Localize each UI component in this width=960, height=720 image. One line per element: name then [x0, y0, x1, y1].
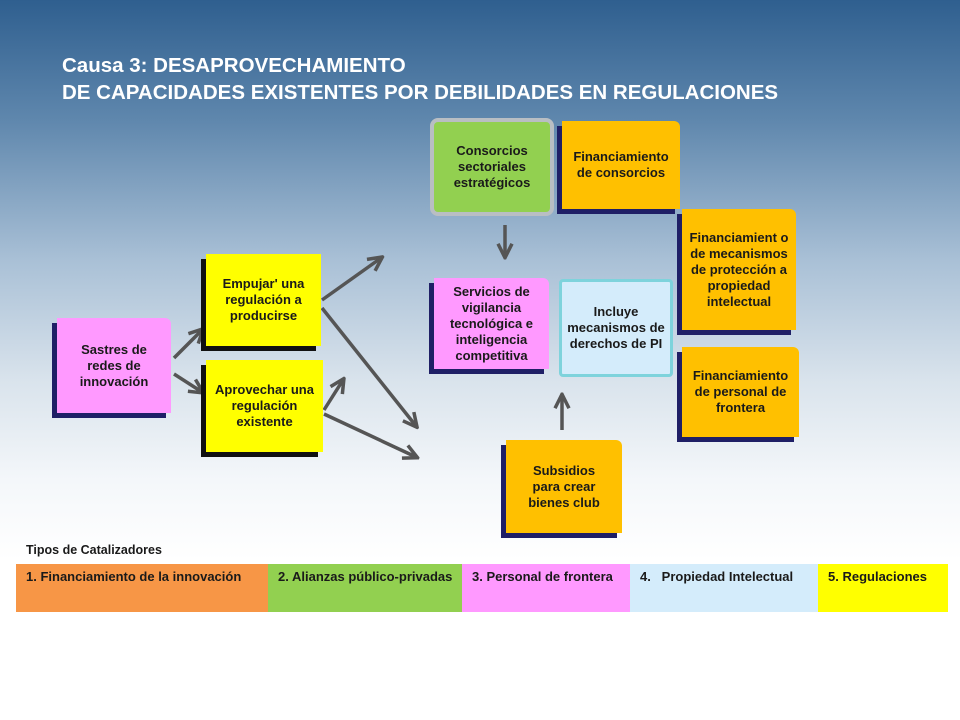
node-consorcios: Consorcios sectoriales estratégicos — [430, 118, 554, 216]
node-sastres: Sastres de redes de innovación — [57, 318, 171, 413]
node-servicios: Servicios de vigilancia tecnológica e in… — [434, 278, 549, 369]
legend-item-regulaciones: 5. Regulaciones — [818, 564, 948, 612]
arrow-empujar-down — [320, 306, 416, 426]
node-financiamiento-mecanismos: Financiamient o de mecanismos de protecc… — [682, 209, 796, 330]
legend-item-alianzas: 2. Alianzas público-privadas — [268, 564, 462, 612]
legend-title: Tipos de Catalizadores — [26, 543, 162, 557]
node-empujar-label: Empujar' una regulación a producirse — [222, 276, 305, 323]
node-financiamiento-personal: Financiamiento de personal de frontera — [682, 347, 799, 437]
node-financiamiento-consorcios-label: Financiamiento de consorcios — [573, 149, 669, 180]
node-aprovechar: Aprovechar una regulación existente — [206, 360, 323, 452]
node-financiamiento-personal-label: Financiamiento de personal de frontera — [692, 368, 789, 415]
node-sastres-label: Sastres de redes de innovación — [79, 341, 149, 389]
node-subsidios-label: Subsidios para crear bienes club — [528, 462, 600, 510]
page-title: Causa 3: DESAPROVECHAMIENTO DE CAPACIDAD… — [62, 52, 778, 106]
node-consorcios-label: Consorcios sectoriales estratégicos — [453, 143, 531, 190]
node-empujar: Empujar' una regulación a producirse — [206, 254, 321, 346]
legend-item-propiedad: 4. Propiedad Intelectual — [630, 564, 818, 612]
legend-item-financiamiento: 1. Financiamiento de la innovación — [16, 564, 268, 612]
node-aprovechar-label: Aprovechar una regulación existente — [215, 382, 314, 429]
title-line-1: Causa 3: DESAPROVECHAMIENTO — [62, 54, 406, 77]
node-financiamiento-mecanismos-label: Financiamient o de mecanismos de protecc… — [689, 229, 789, 309]
arrow-sastres-to-aprovechar — [173, 372, 202, 392]
arrow-sastres-to-empujar — [172, 330, 202, 360]
arrow-aprovechar-up — [322, 380, 343, 411]
node-incluye: Incluye mecanismos de derechos de PI — [559, 279, 673, 377]
node-subsidios: Subsidios para crear bienes club — [506, 440, 622, 533]
legend-item-personal: 3. Personal de frontera — [462, 564, 630, 612]
title-line-2: DE CAPACIDADES EXISTENTES POR DEBILIDADE… — [62, 81, 779, 104]
legend-bar: 1. Financiamiento de la innovación 2. Al… — [16, 564, 948, 612]
node-financiamiento-consorcios: Financiamiento de consorcios — [562, 121, 680, 209]
arrow-aprovechar-down — [323, 412, 416, 457]
node-incluye-label: Incluye mecanismos de derechos de PI — [567, 304, 665, 351]
arrow-empujar-up — [320, 258, 381, 302]
node-servicios-label: Servicios de vigilancia tecnológica e in… — [449, 283, 534, 363]
